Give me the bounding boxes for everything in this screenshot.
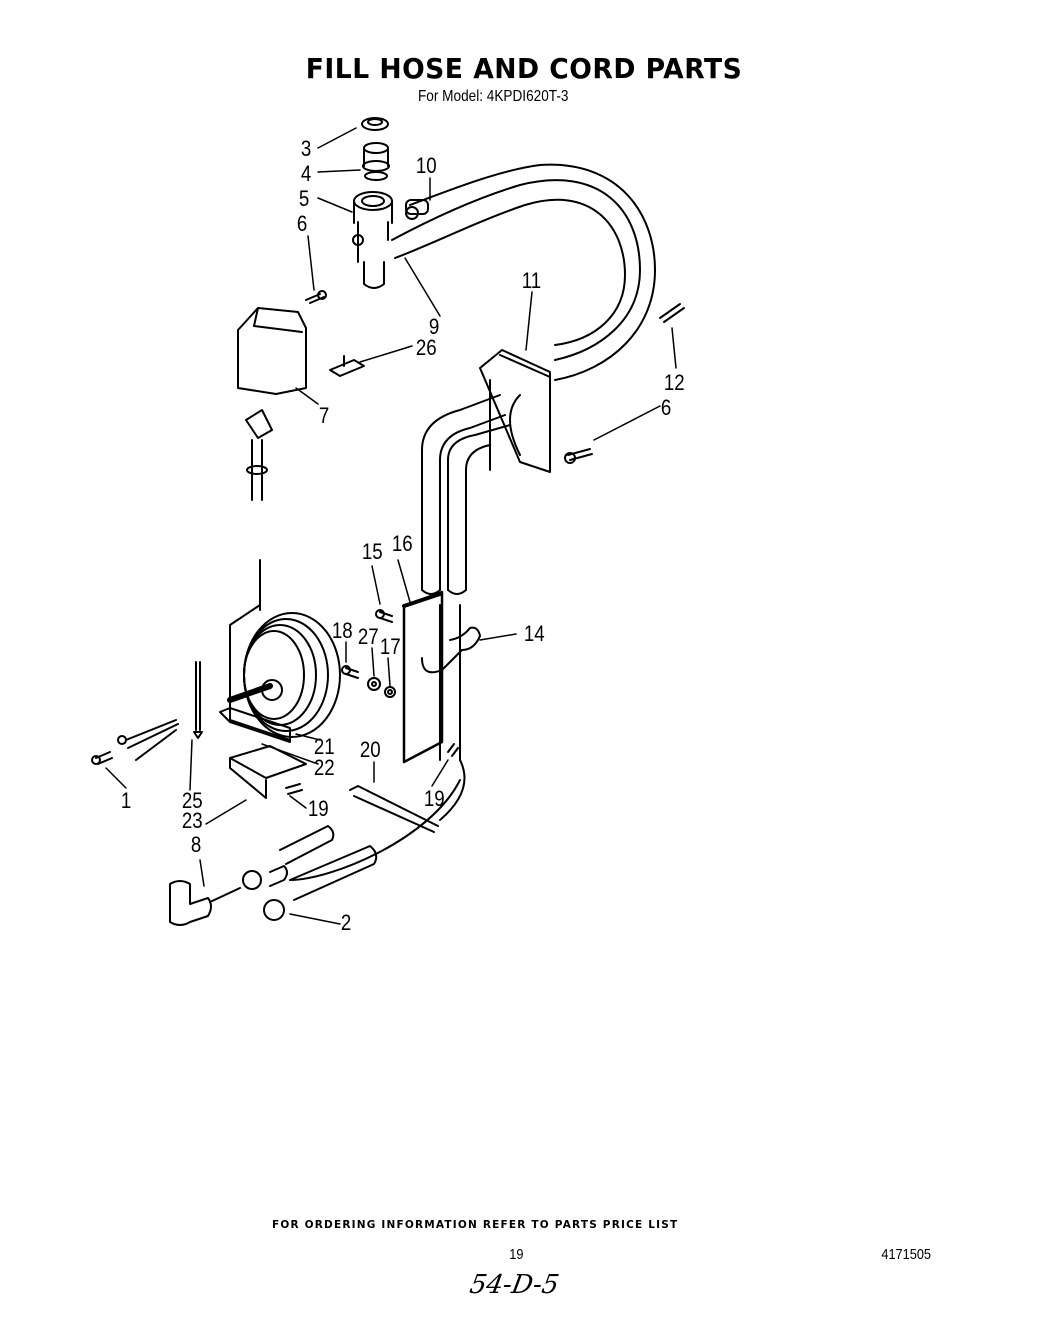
callout-label: 19: [307, 796, 329, 821]
callout-label: 25: [181, 788, 203, 813]
hose-reel-part-21: [227, 559, 341, 741]
shield-part-16: [402, 590, 444, 764]
fill-hose-upper: [391, 163, 656, 381]
document-number: 4171505: [881, 1246, 932, 1263]
power-cord: [245, 409, 273, 501]
callout-label: 26: [415, 335, 437, 360]
callout-label: 9: [428, 314, 440, 339]
mount-bracket-23: [219, 707, 307, 799]
plug-part-4: [362, 142, 390, 181]
fitting-part-5: [352, 191, 393, 289]
screw-part-12: [659, 303, 685, 323]
callout-label: 5: [298, 186, 310, 211]
handwritten-note: 54-D-5: [467, 1270, 562, 1300]
callout-label: 3: [300, 136, 312, 161]
model-subtitle: For Model: 4KPDI620T-3: [418, 88, 569, 105]
callout-label: 23: [181, 808, 203, 833]
screw-part-6: [305, 290, 327, 304]
callout-label: 20: [359, 737, 381, 762]
callout-label: 21: [313, 734, 335, 759]
callout-label: 4: [300, 161, 312, 186]
callout-label: 11: [521, 268, 542, 293]
callout-label: 18: [331, 618, 353, 643]
callout-label: 19: [423, 786, 445, 811]
cap-part-3: [361, 117, 389, 131]
page-number: 19: [509, 1246, 524, 1263]
wire-terminals-part-1: [91, 719, 179, 765]
bracket-part-11: [479, 349, 551, 473]
callout-label: 27: [357, 624, 379, 649]
clamp-part-14: [421, 626, 481, 674]
tie-strap-part-25: [193, 661, 203, 739]
callout-label: 8: [190, 832, 202, 857]
callout-label: 10: [415, 153, 437, 178]
leader-arrows: [105, 127, 677, 925]
callout-label: 6: [660, 395, 672, 420]
cord-box-part-7: [237, 307, 307, 395]
callout-label: 1: [120, 788, 132, 813]
callout-label: 16: [391, 531, 413, 556]
callout-label: 14: [523, 621, 545, 646]
clip-part-26: [329, 355, 365, 377]
page-title: FILL HOSE AND CORD PARTS: [305, 52, 743, 85]
callout-label: 2: [340, 910, 352, 935]
callout-label: 12: [663, 370, 685, 395]
fasteners-18-27-17: [341, 665, 396, 698]
screw-part-15: [375, 609, 393, 623]
ordering-note: FOR ORDERING INFORMATION REFER TO PARTS …: [272, 1219, 679, 1231]
callout-label: 6: [296, 211, 308, 236]
callout-label: 7: [318, 403, 330, 428]
callout-label: 22: [313, 755, 335, 780]
callout-label: 17: [379, 634, 401, 659]
elbow-fitting-part-8: [169, 870, 262, 926]
screw-part-6-right: [564, 448, 593, 464]
callout-label: 15: [361, 539, 383, 564]
drain-hoses: [421, 394, 511, 821]
fill-hose-part-2: [263, 779, 461, 921]
screws-part-19: [285, 743, 459, 795]
